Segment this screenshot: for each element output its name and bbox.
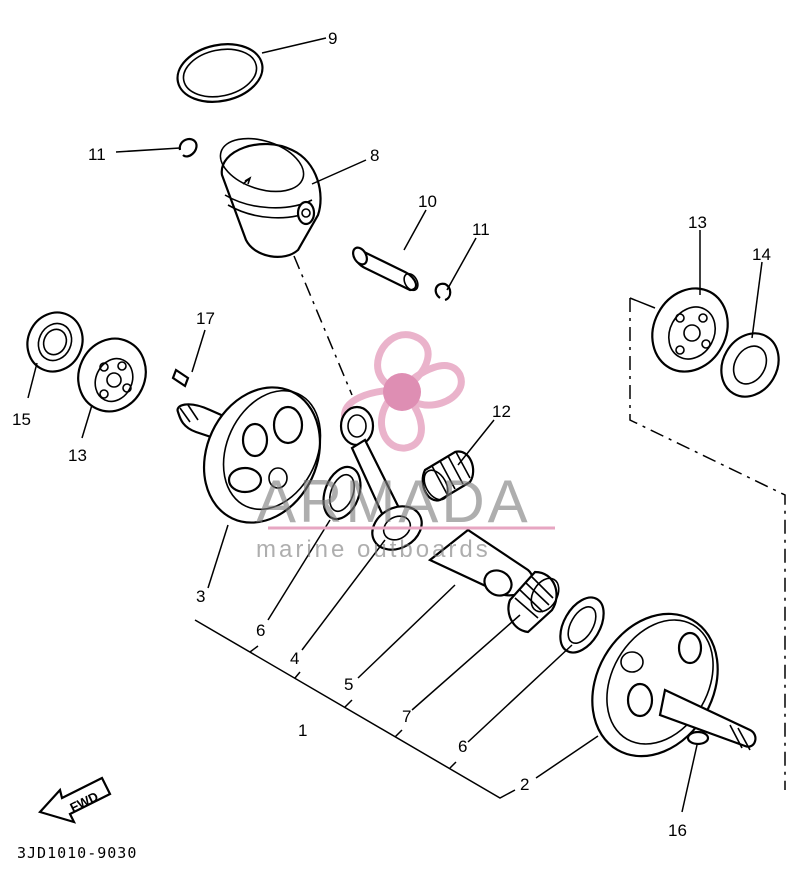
watermark-tagline: marine outboards <box>256 536 491 563</box>
callout-13-right: 13 <box>688 213 707 232</box>
piston <box>219 137 322 258</box>
callout-13-left: 13 <box>68 446 87 465</box>
thrust-washer-left <box>322 465 362 521</box>
circlip-left <box>178 137 198 158</box>
callout-11-right: 11 <box>472 220 490 239</box>
callout-9: 9 <box>328 29 337 48</box>
crank-right <box>591 612 757 758</box>
callout-16: 16 <box>668 821 687 840</box>
callout-12: 12 <box>492 402 511 421</box>
bearing-left <box>77 337 147 413</box>
diagram-code: 3JD1010-9030 <box>17 844 137 862</box>
watermark-text: ARMADA marine outboards <box>256 468 555 563</box>
callout-6-right: 6 <box>458 737 467 756</box>
callout-1: 1 <box>298 721 307 740</box>
callout-17: 17 <box>196 309 215 328</box>
alignment-line-piston <box>293 255 353 396</box>
thrust-washer-right <box>559 596 605 654</box>
oil-seal-left <box>26 311 84 373</box>
watermark-propeller-logo <box>341 331 465 452</box>
needle-bearing-small <box>421 450 475 502</box>
callout-7: 7 <box>402 707 411 726</box>
alignment-tick-top <box>629 297 656 309</box>
piston-pin <box>352 246 419 292</box>
assembly-bracket <box>194 619 516 799</box>
crank-left <box>176 386 322 524</box>
fwd-arrow: FWD <box>38 776 112 824</box>
callout-5: 5 <box>344 675 353 694</box>
bracket-ticks <box>249 645 457 769</box>
callout-3: 3 <box>196 587 205 606</box>
callout-11-left: 11 <box>88 145 106 164</box>
connecting-rod <box>339 405 423 551</box>
circlip-right <box>434 282 452 302</box>
leader-lines <box>27 37 763 813</box>
watermark-brand: ARMADA <box>256 468 531 535</box>
callout-2: 2 <box>520 775 529 794</box>
callout-4: 4 <box>290 649 299 668</box>
woodruff-key <box>686 730 710 746</box>
callout-14: 14 <box>752 245 771 264</box>
oil-seal-right <box>720 332 780 398</box>
piston-ring <box>176 43 264 103</box>
alignment-line-right-bearings <box>629 298 786 790</box>
callout-8: 8 <box>370 146 379 165</box>
callout-15: 15 <box>12 410 31 429</box>
bearing-right <box>651 287 729 373</box>
needle-bearing-big <box>507 570 560 634</box>
callout-10: 10 <box>418 192 437 211</box>
straight-key <box>171 368 190 388</box>
callout-6-left: 6 <box>256 621 265 640</box>
